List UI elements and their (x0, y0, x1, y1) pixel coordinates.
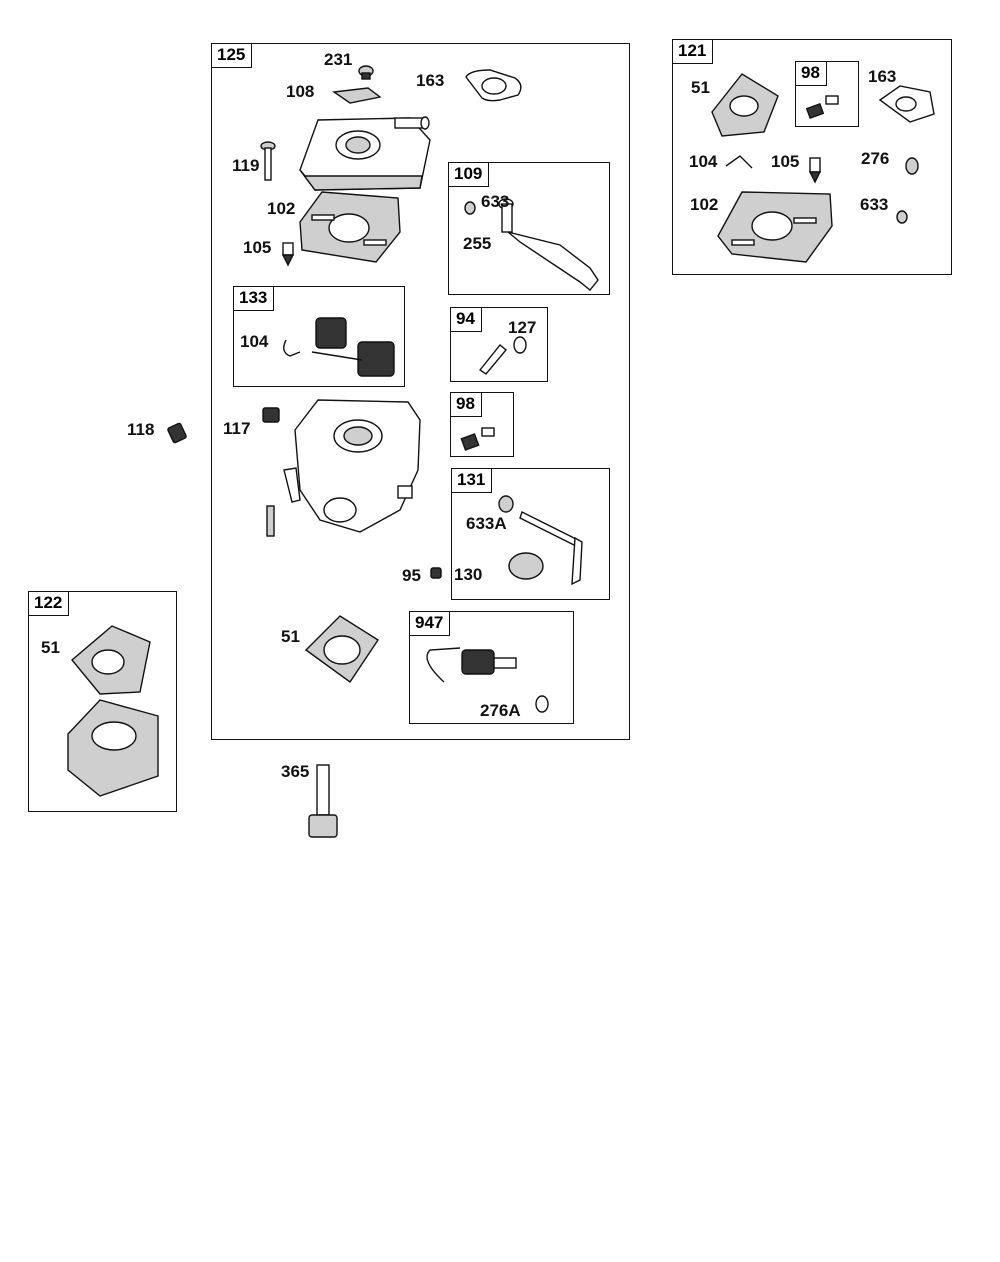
kit-box-122: 122 (28, 591, 177, 812)
callout-121-102: 102 (690, 195, 719, 214)
callout-122-51: 51 (41, 638, 60, 657)
kit-box-98: 98 (450, 392, 514, 457)
kit-box-94: 94 (450, 307, 548, 382)
callout-108: 108 (286, 82, 315, 101)
callout-130: 130 (454, 565, 483, 584)
callout-51: 51 (281, 627, 300, 646)
kit-number-125: 125 (212, 44, 253, 68)
callout-102: 102 (267, 199, 296, 218)
callout-365: 365 (281, 762, 310, 781)
callout-121-633: 633 (860, 195, 889, 214)
callout-121-51: 51 (691, 78, 710, 97)
callout-119: 119 (232, 156, 260, 175)
kit-box-125: 125 (211, 43, 630, 740)
part-118-fitting (167, 422, 187, 444)
kit-number-947: 947 (410, 612, 451, 636)
kit-number-131: 131 (452, 469, 493, 493)
part-365-bolt (308, 764, 338, 838)
callout-105: 105 (243, 238, 272, 257)
callout-121-163: 163 (868, 67, 897, 86)
kit-number-98-inner: 98 (796, 62, 827, 86)
callout-163: 163 (416, 71, 445, 90)
kit-box-131: 131 (451, 468, 610, 600)
callout-95: 95 (402, 566, 421, 585)
callout-117: 117 (223, 419, 251, 438)
callout-633: 633 (481, 192, 510, 211)
kit-box-133: 133 (233, 286, 405, 387)
callout-121-105: 105 (771, 152, 800, 171)
callout-231: 231 (324, 50, 353, 69)
kit-number-133: 133 (234, 287, 275, 311)
callout-104: 104 (240, 332, 269, 351)
kit-number-98: 98 (451, 393, 482, 417)
kit-number-121: 121 (673, 40, 714, 64)
callout-121-276: 276 (861, 149, 890, 168)
kit-number-109: 109 (449, 163, 490, 187)
kit-box-98-inner: 98 (795, 61, 859, 127)
kit-box-121: 121 (672, 39, 952, 275)
callout-276A: 276A (480, 701, 521, 720)
kit-number-122: 122 (29, 592, 70, 616)
kit-box-947: 947 (409, 611, 574, 724)
kit-number-94: 94 (451, 308, 482, 332)
callout-121-104: 104 (689, 152, 718, 171)
callout-127: 127 (508, 318, 537, 337)
callout-118: 118 (127, 420, 155, 439)
kit-box-109: 109 (448, 162, 610, 295)
callout-633A: 633A (466, 514, 507, 533)
callout-255: 255 (463, 234, 492, 253)
